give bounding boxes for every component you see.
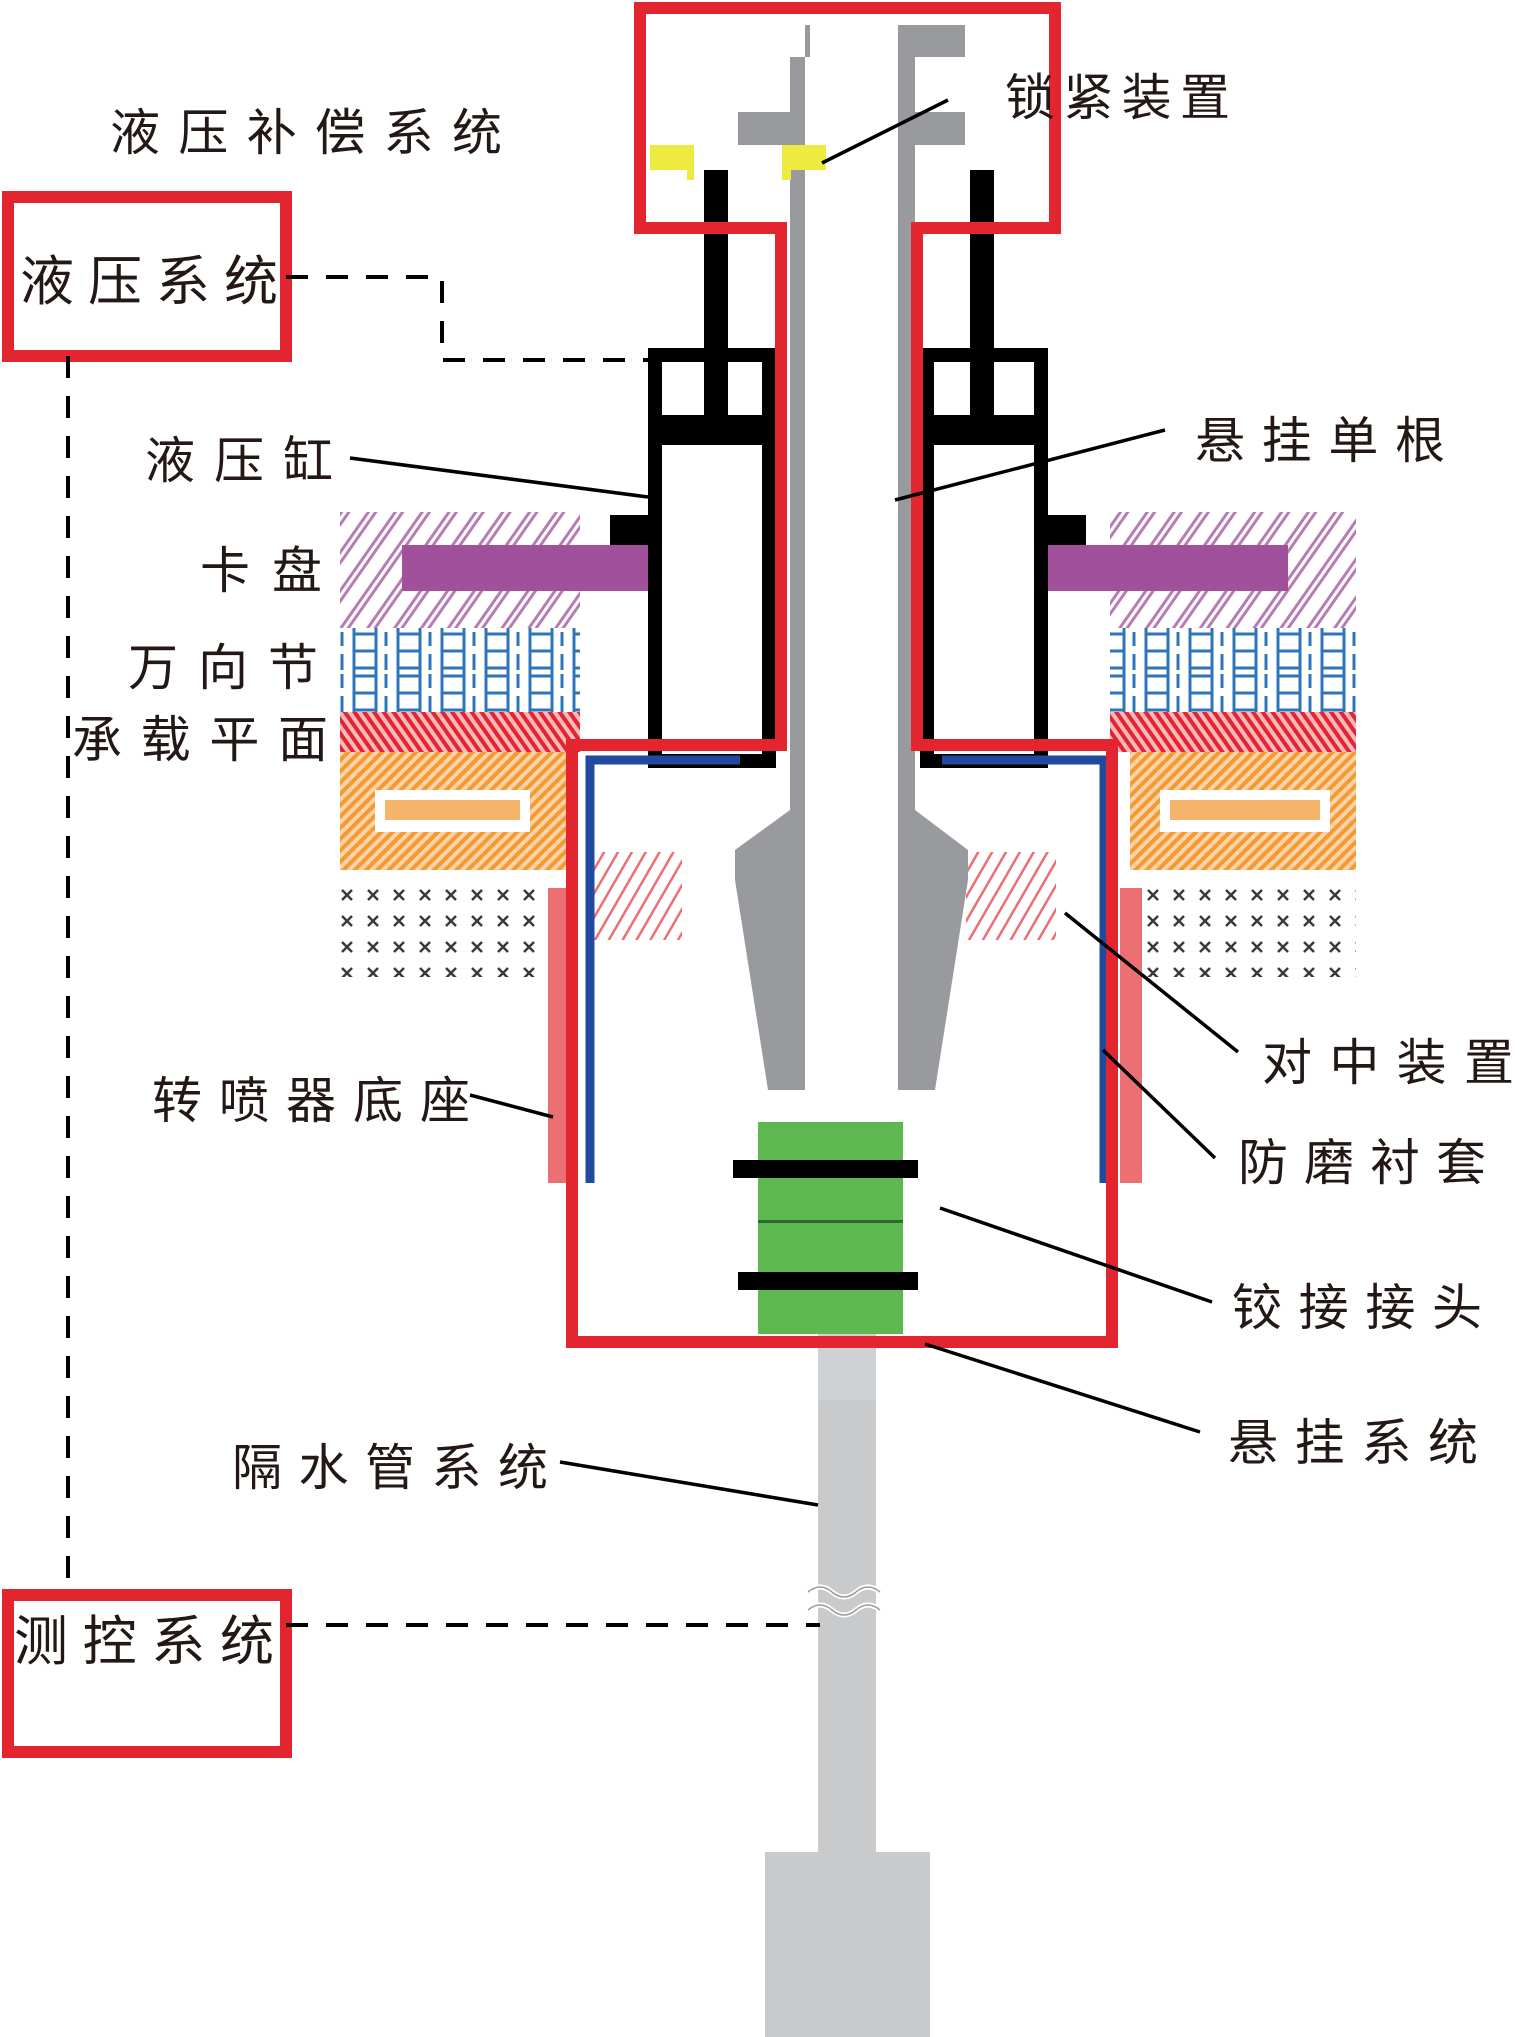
wear-bushing-label: 防磨衬套 [1238, 1134, 1486, 1192]
monitoring-system-label: 测控系统 [14, 1610, 274, 1673]
suspension-single-label: 悬挂单根 [1195, 412, 1445, 470]
title-label: 液压补偿系统 [110, 104, 502, 162]
bearing-plane-layer-left [340, 712, 580, 752]
monitoring-system-box[interactable] [2, 1589, 292, 1758]
locking-device-label: 锁紧装置 [1005, 69, 1230, 127]
wear-bushing-left [585, 755, 740, 1183]
layers-left [340, 512, 580, 977]
break-symbol-outline [807, 1586, 881, 1616]
leader-lines [349, 98, 1240, 1507]
universal-joint-layer-right [1110, 628, 1356, 712]
hydraulic-cylinder-label: 液压缸 [145, 432, 333, 490]
hydraulic-system-label: 液压系统 [20, 250, 278, 313]
cross-layer-left [340, 885, 560, 977]
centering-device-left [592, 852, 682, 940]
locking-device-left [650, 145, 694, 180]
wear-bushing-right [942, 755, 1109, 1183]
universal-joint-layer-left [340, 628, 580, 712]
riser-foot [765, 1852, 930, 2037]
rotary-base-right [1120, 888, 1142, 1183]
locking-device-right [782, 145, 826, 180]
chuck-right [1048, 545, 1288, 591]
hydraulic-cylinder-left [610, 170, 776, 768]
bearing-plane-layer-right [1110, 712, 1356, 752]
riser-pipe [765, 1330, 930, 2037]
chuck-label: 卡盘 [200, 542, 322, 600]
rotary-base-left [548, 888, 570, 1183]
suspension-system-outline [566, 2, 1118, 1348]
orange-layer-right-bar [1170, 800, 1320, 820]
hinge-joint-label: 铰接接头 [1232, 1279, 1482, 1337]
centering-device-label: 对中装置 [1262, 1034, 1514, 1092]
cross-layer-right [1145, 885, 1356, 977]
hydraulic-cylinder-right [920, 170, 1086, 768]
suspension-system-label: 悬挂系统 [1228, 1414, 1478, 1472]
bearing-plane-label: 承载平面 [72, 711, 328, 769]
centering-device-right [966, 852, 1056, 940]
chuck-left [402, 545, 648, 591]
hydraulic-link-dash [286, 275, 648, 362]
universal-joint-label: 万向节 [128, 639, 318, 697]
rotary-table-base-label: 转喷器底座 [152, 1072, 470, 1130]
pipe-wall-left [735, 25, 810, 1090]
hinge-joint [733, 1122, 918, 1334]
orange-layer-left-bar [385, 800, 520, 820]
riser-system-label: 隔水管系统 [232, 1439, 548, 1497]
